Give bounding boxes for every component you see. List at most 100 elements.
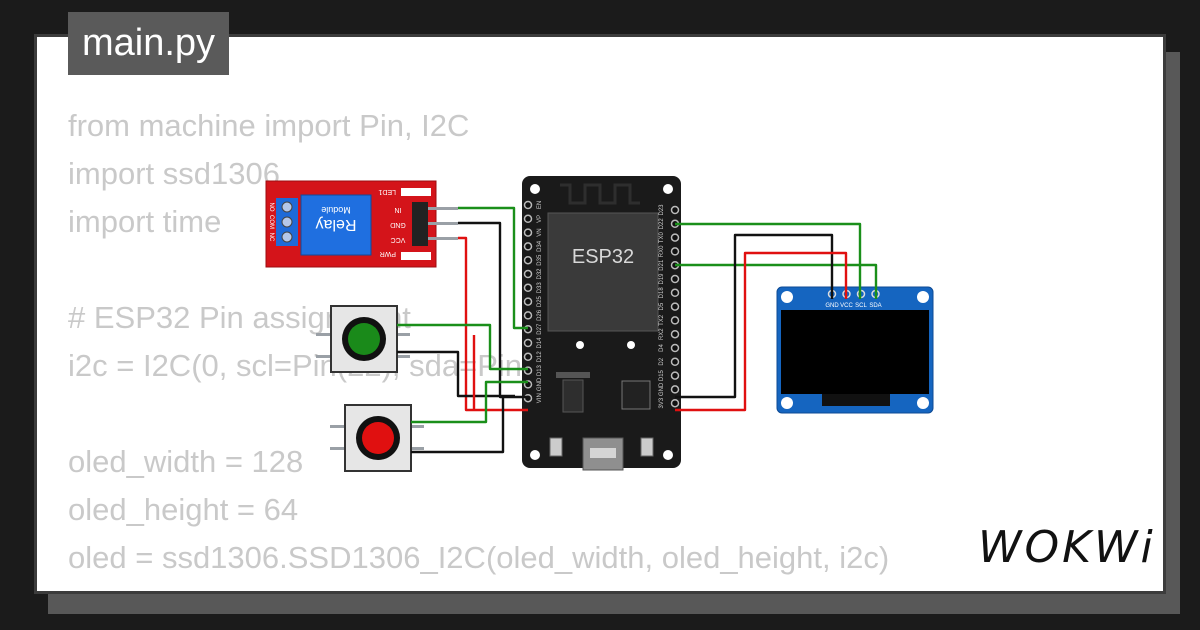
esp32-pin-label: GND (537, 377, 543, 391)
esp32-pin-hole[interactable] (523, 242, 533, 251)
green-pushbutton[interactable] (316, 305, 410, 373)
esp32-pin-label: RX0 (659, 245, 665, 257)
relay-pin-label: IN (395, 206, 402, 213)
code-line: from machine import Pin, I2C (68, 108, 470, 143)
esp32-pin-label: D25 (537, 295, 543, 307)
esp32-pin-label: 3V3 (659, 397, 665, 408)
esp32-pin-hole[interactable] (670, 302, 680, 311)
file-tab[interactable]: main.py (68, 12, 230, 75)
esp32-pin-label: D5 (659, 302, 665, 310)
relay-body (300, 194, 372, 256)
esp32-pin-hole[interactable] (523, 283, 533, 293)
esp32-pin-hole[interactable] (670, 357, 680, 367)
wire-relay-in (458, 206, 528, 330)
esp32-pin-label: D27 (537, 323, 543, 335)
wire-oled-sda (675, 222, 862, 299)
wire-green-btn-signal (397, 323, 528, 371)
wire-oled-gnd (675, 233, 834, 399)
esp32-pin-label: D23 (659, 204, 665, 216)
esp32-pin-label: D21 (659, 259, 665, 271)
wokwi-logo: WOKWi (978, 522, 1156, 573)
esp32-board[interactable]: ESP32 ENVPVND34D35D32D33D25D26D27D14D12D… (522, 176, 681, 471)
esp32-pin-label: D4 (659, 344, 665, 352)
esp32-pin-label: D32 (537, 268, 543, 280)
usb-uart-chip (621, 380, 651, 410)
esp32-module (547, 212, 659, 332)
esp32-pin-label: VP (537, 215, 543, 223)
oled-pin-label: VCC (840, 303, 853, 309)
esp32-pin-hole[interactable] (670, 247, 680, 256)
esp32-pin-label: D26 (537, 309, 543, 321)
boot-button (549, 437, 563, 457)
wire-green-btn-gnd (397, 350, 515, 398)
esp32-pin-hole[interactable] (523, 311, 533, 320)
oled-pin-label: SDA (869, 303, 881, 309)
code-line: oled_width = 128 (68, 444, 304, 479)
esp32-pin-label: EN (537, 201, 543, 209)
esp32-pin-label: D15 (659, 369, 665, 381)
esp32-pin-hole[interactable] (670, 398, 680, 408)
relay-terminal-label: COM (268, 215, 274, 229)
relay-title: Relay (316, 216, 357, 233)
relay-pwr-label: PWR (380, 250, 396, 257)
esp32-pin-hole[interactable] (670, 274, 680, 284)
esp32-label: ESP32 (572, 246, 634, 268)
esp32-pin-label: D2 (659, 357, 665, 365)
code-line: import ssd1306 (68, 156, 280, 191)
wires (397, 206, 878, 454)
esp32-pin-hole[interactable] (670, 385, 680, 394)
oled-screen (781, 310, 929, 394)
esp32-pin-label: D18 (659, 287, 665, 299)
esp32-pin-label: D34 (537, 240, 543, 252)
code-line: import time (68, 204, 222, 239)
esp32-pin-label: RX2 (659, 328, 665, 340)
oled-pin-label: SCL (855, 303, 867, 309)
red-pushbutton[interactable] (330, 404, 424, 472)
esp32-pin-hole[interactable] (523, 228, 533, 237)
esp32-pin-hole[interactable] (523, 269, 533, 279)
reset-button (640, 437, 654, 457)
esp32-pin-hole[interactable] (523, 214, 533, 224)
esp32-pin-hole[interactable] (523, 255, 533, 265)
relay-terminal-label: NO (268, 203, 274, 212)
esp32-pin-hole[interactable] (670, 316, 680, 325)
wire-oled-scl (675, 263, 878, 299)
esp32-pin-hole[interactable] (670, 371, 680, 380)
relay-led-label: LED1 (378, 188, 396, 195)
esp32-pin-hole[interactable] (670, 205, 680, 215)
esp32-pin-label: D35 (537, 254, 543, 266)
esp32-pin-label: D14 (537, 337, 543, 349)
esp32-pin-label: TX0 (659, 231, 665, 243)
esp32-pin-hole[interactable] (670, 329, 680, 339)
esp32-pin-label: D12 (537, 351, 543, 363)
esp32-pin-label: D13 (537, 364, 543, 376)
wire-red-btn-signal (411, 380, 528, 424)
relay-pin-label: GND (390, 221, 406, 228)
wire-red-btn-gnd (411, 396, 505, 454)
code-line: oled_height = 64 (68, 492, 299, 527)
relay-subtitle: Module (321, 205, 351, 215)
relay-module[interactable]: Relay Module LED1 PWR NO COM NC IN GND VCC (265, 180, 458, 268)
wire-oled-vcc (675, 251, 848, 412)
esp32-pin-label: D33 (537, 282, 543, 294)
esp32-pin-label: D19 (659, 273, 665, 285)
esp32-pin-hole[interactable] (523, 352, 533, 362)
esp32-pin-label: TX2 (659, 314, 665, 326)
code-line: oled = ssd1306.SSD1306_I2C(oled_width, o… (68, 540, 890, 575)
esp32-pin-hole[interactable] (523, 338, 533, 348)
oled-pin-label: GND (825, 303, 839, 309)
esp32-pin-hole[interactable] (670, 288, 680, 298)
esp32-pin-label: VIN (537, 393, 543, 403)
relay-pin-label: VCC (391, 236, 406, 243)
relay-terminal-label: NC (268, 233, 274, 242)
esp32-pin-label: GND (659, 382, 665, 396)
esp32-pin-hole[interactable] (523, 297, 533, 306)
esp32-pin-hole[interactable] (670, 233, 680, 242)
esp32-pin-hole[interactable] (670, 343, 680, 353)
esp32-pin-label: VN (537, 228, 543, 236)
esp32-pin-label: D22 (659, 218, 665, 230)
wire-relay-gnd (458, 221, 528, 399)
esp32-pin-hole[interactable] (523, 200, 533, 210)
